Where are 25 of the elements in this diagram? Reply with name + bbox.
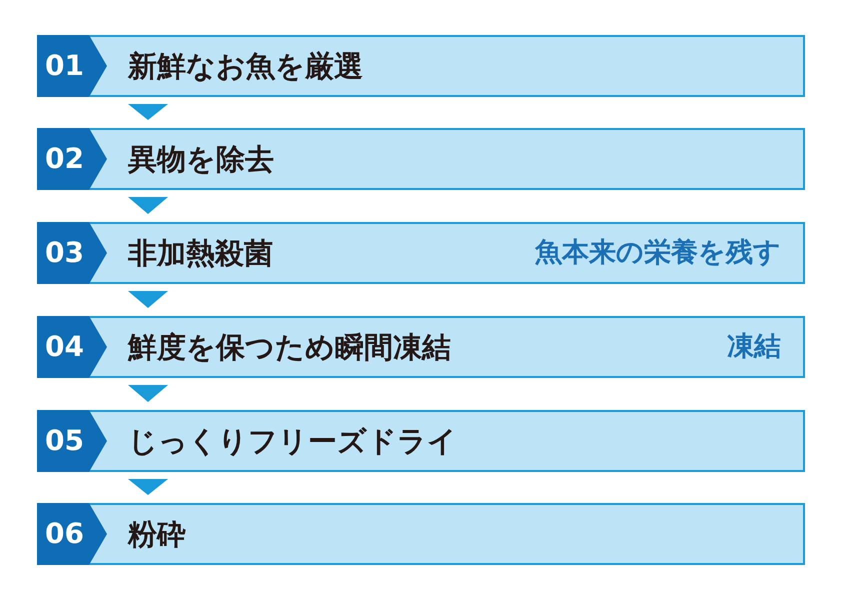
down-arrow [128,479,168,495]
note-text: 魚本来の栄養を残す [535,236,781,270]
step-title: 非加熱殺菌 [128,235,273,272]
down-arrow [128,197,168,214]
step-bar [37,222,805,284]
step-bar [37,410,805,472]
step-number-tab: 05 [37,410,107,472]
step-number-tab: 02 [37,128,107,190]
step-title: 異物を除去 [128,141,274,178]
step-number-tab: 01 [37,35,107,97]
step-bar [37,128,805,190]
step-number-tab: 03 [37,222,107,284]
step-title: 粉砕 [128,516,186,553]
step-title: じっくりフリーズドライ [128,423,457,460]
step-bar [37,35,805,97]
step-bar [37,316,805,378]
down-arrow [128,104,168,120]
down-arrow [128,291,168,308]
note-text: 凍結 [727,330,781,364]
step-bar [37,503,805,565]
step-number-tab: 04 [37,316,107,378]
down-arrow [128,385,168,402]
step-number-tab: 06 [37,503,107,565]
step-title: 鮮度を保つため瞬間凍結 [128,329,451,366]
step-title: 新鮮なお魚を厳選 [128,48,363,85]
